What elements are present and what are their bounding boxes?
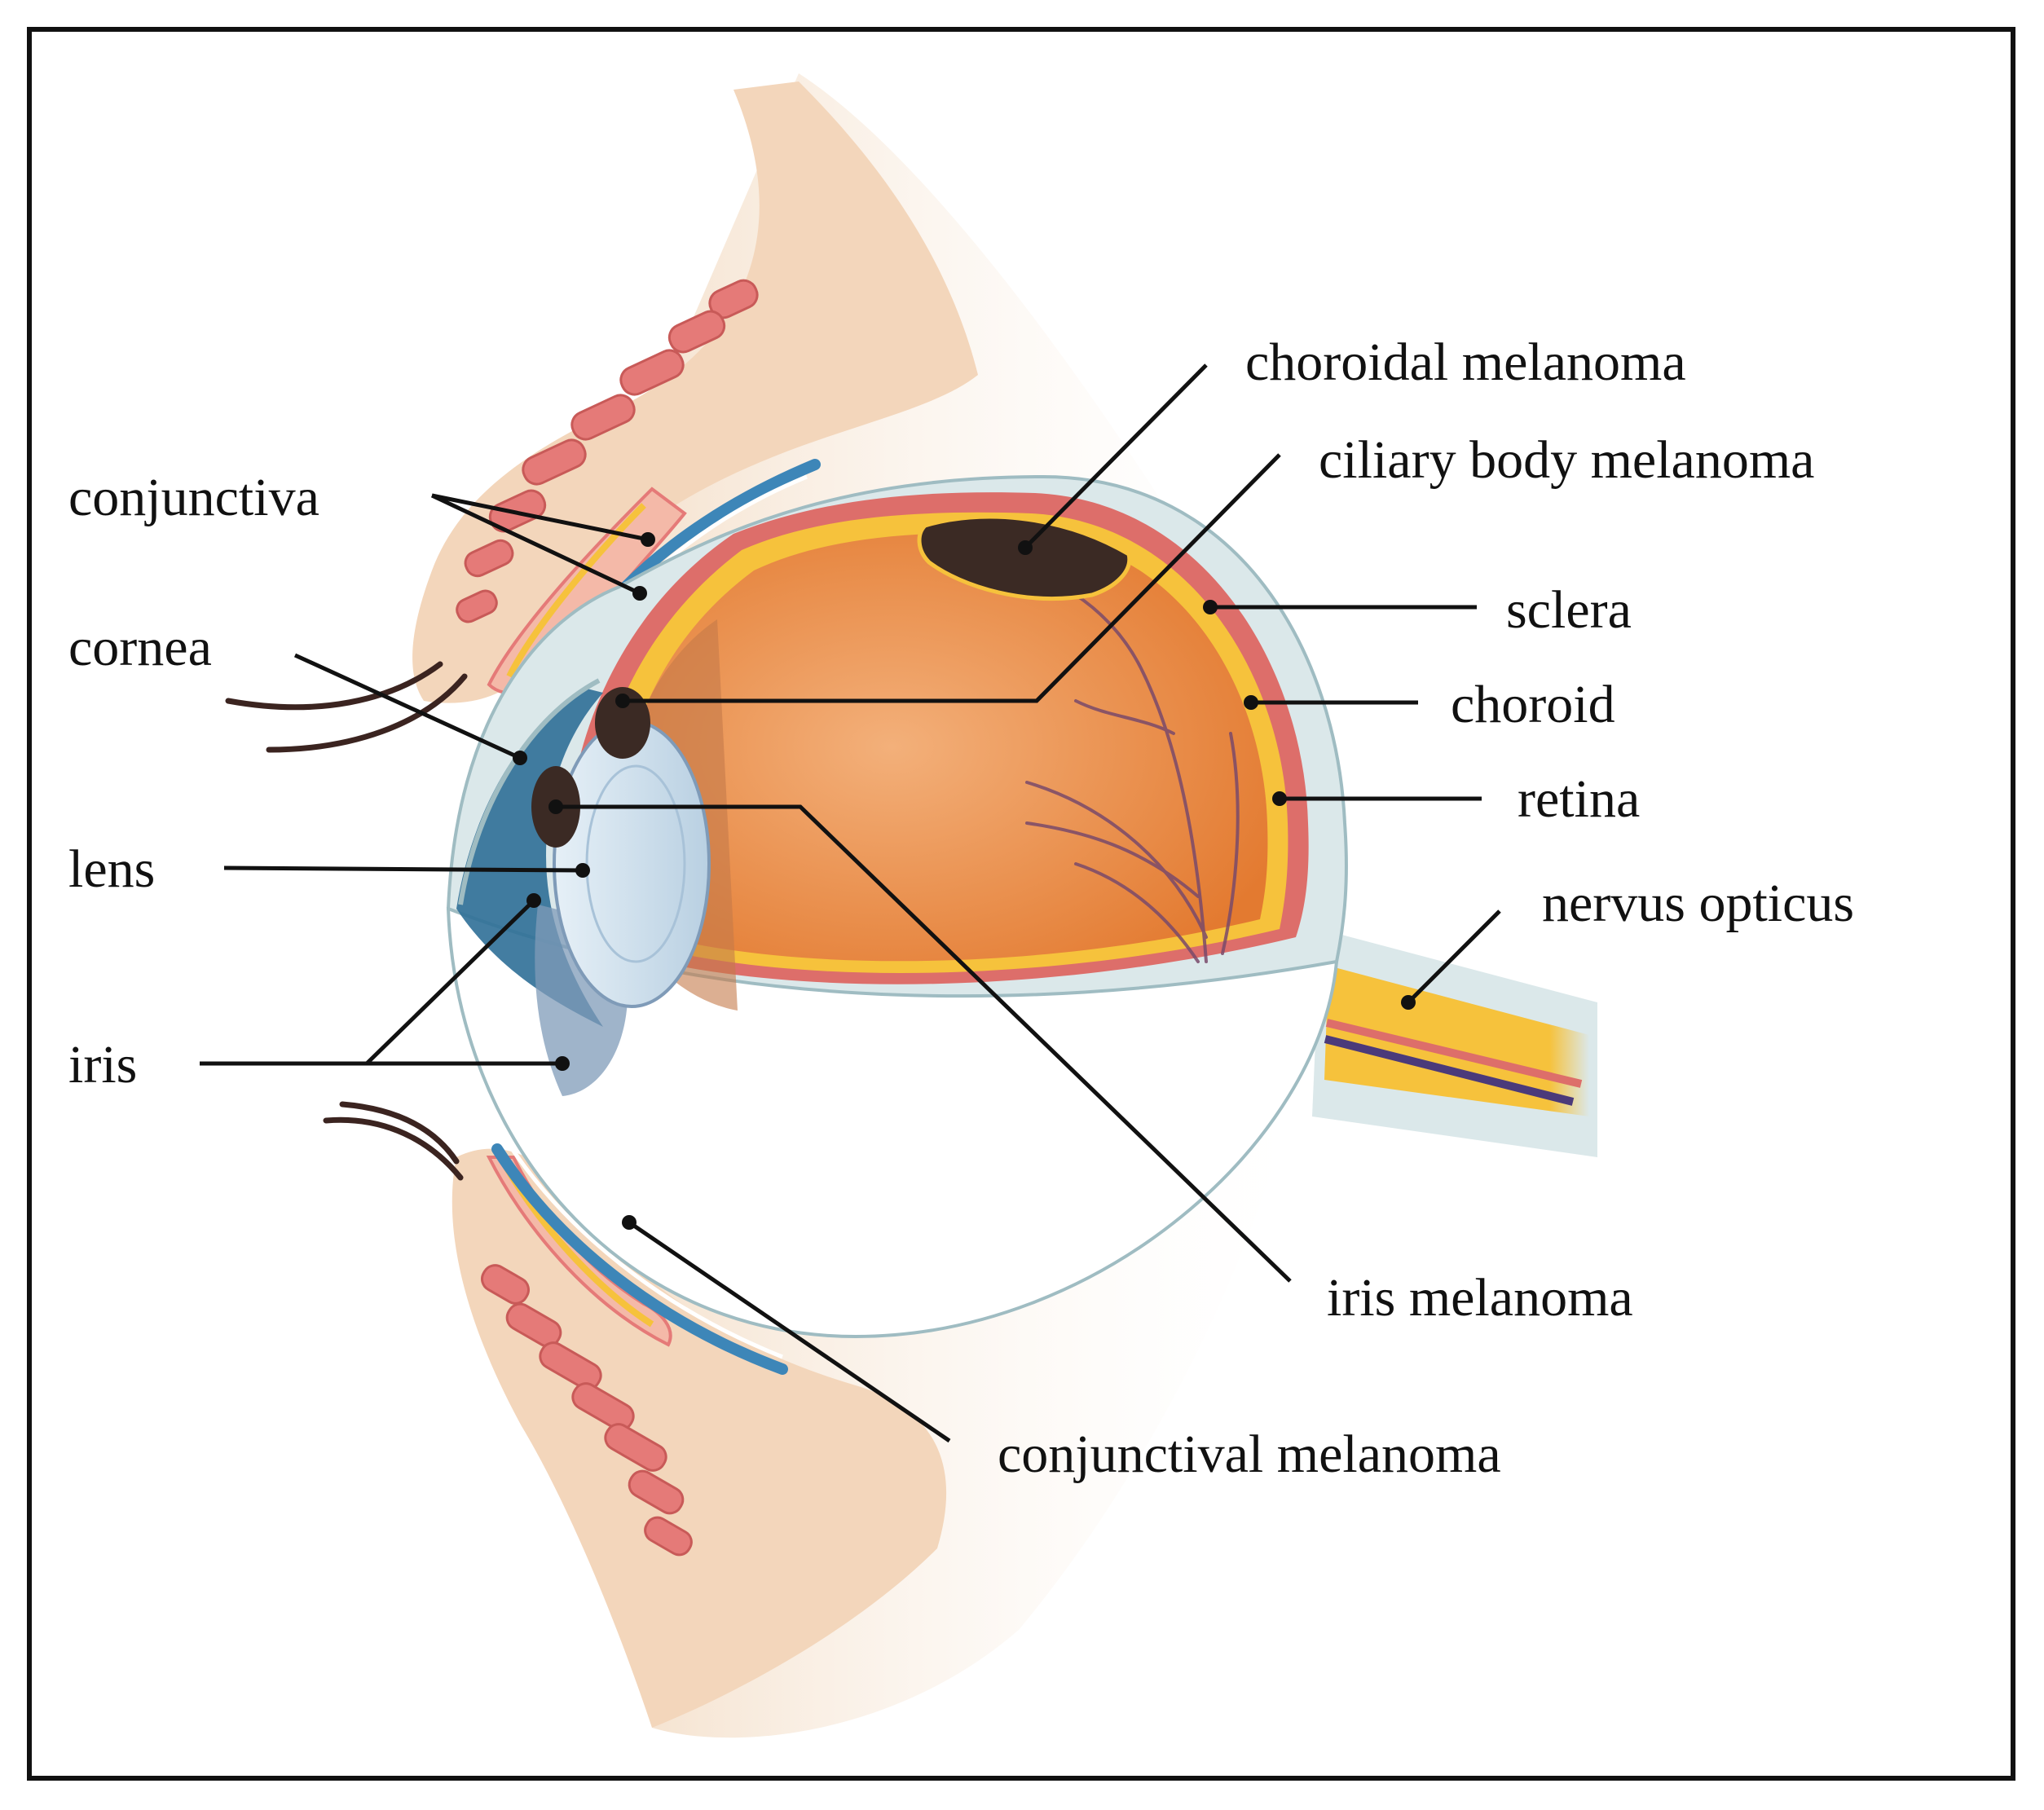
lower-conjunctiva-inner (507, 1143, 783, 1359)
leader-lens (223, 865, 584, 873)
upper-eyelid (412, 81, 978, 703)
leader-nervus-opticus (1407, 909, 1501, 1004)
leader-iris-melanoma (556, 804, 1292, 1283)
cornea-edge (458, 678, 601, 905)
leader-dots (513, 532, 1416, 1230)
leader-iris-2 (365, 899, 535, 1065)
lower-eyelid-muscles (481, 1264, 693, 1557)
lower-conjunctiva (491, 1143, 788, 1375)
label-retina: retina (1518, 769, 1640, 829)
label-ciliary-body-melanoma: ciliary body melanoma (1319, 430, 1814, 490)
lower-eyelashes (323, 1101, 464, 1181)
leader-lines (200, 363, 1501, 1443)
label-choroidal-melanoma: choroidal melanoma (1245, 332, 1686, 392)
ciliary-body-melanoma-tumor (595, 687, 650, 759)
lower-eyelid (452, 1148, 947, 1728)
label-iris: iris (68, 1035, 137, 1094)
leader-conjunctiva-1 (431, 493, 649, 542)
label-lens: lens (68, 839, 155, 899)
label-sclera: sclera (1506, 580, 1632, 640)
leader-ciliary-body-melanoma (623, 453, 1281, 703)
choroidal-melanoma-tumor (917, 514, 1132, 601)
leader-conjunctival-melanoma (628, 1220, 951, 1443)
label-conjunctival-melanoma: conjunctival melanoma (998, 1425, 1501, 1484)
vitreous-body (619, 532, 1268, 962)
leader-choroidal-melanoma (1024, 363, 1208, 549)
optic-nerve (1312, 929, 1597, 1157)
label-nervus-opticus: nervus opticus (1542, 874, 1854, 933)
label-conjunctiva: conjunctiva (68, 468, 319, 527)
label-choroid: choroid (1451, 675, 1615, 734)
label-cornea: cornea (68, 618, 212, 677)
retinal-vessels (1025, 593, 1240, 963)
upper-eyelid-muscles (456, 279, 759, 623)
labels: conjunctiva cornea lens iris choroidal m… (68, 332, 1854, 1484)
sclera-lower-half (446, 906, 1339, 1339)
upper-eyelashes (225, 661, 468, 753)
lens-ring (585, 764, 686, 963)
label-iris-melanoma: iris melanoma (1327, 1268, 1633, 1328)
leader-cornea (293, 653, 522, 760)
leader-conjunctiva-2 (430, 493, 641, 596)
